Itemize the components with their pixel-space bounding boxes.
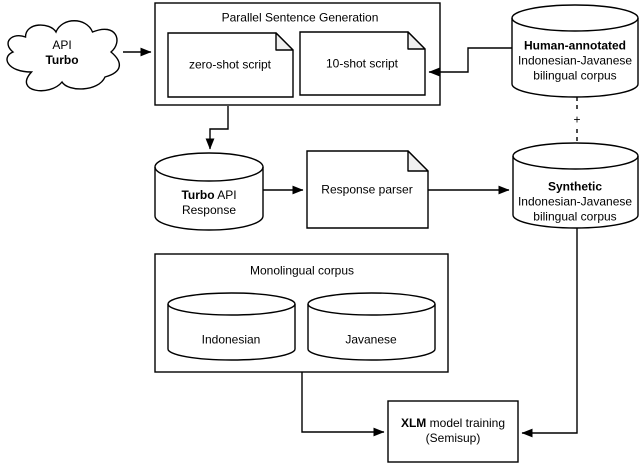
ten-shot-doc-label: 10-shot script xyxy=(325,56,399,71)
javanese-cylinder-label: Javanese xyxy=(345,332,397,347)
api-turbo-cloud-shape xyxy=(6,20,120,92)
zero-shot-script-doc-shape xyxy=(167,32,294,98)
plus-label: + xyxy=(571,112,583,128)
ten-shot-script-doc-fold-icon xyxy=(407,31,426,50)
synthetic-corpus-label-line3: bilingual corpus xyxy=(533,209,617,224)
arrow-synthetic-to-xlm xyxy=(521,228,578,438)
indonesian-cylinder-rim xyxy=(167,303,296,316)
human-corpus-cylinder-rim xyxy=(511,17,639,32)
synthetic-corpus-label-line2: Indonesian-Javanese xyxy=(517,194,633,209)
turbo-response-label: Turbo API Response xyxy=(181,188,236,218)
xlm-training-label-line1: XLM model training xyxy=(401,416,505,431)
xlm-training-label: XLM model training (Semisup) xyxy=(401,416,505,446)
indonesian-cylinder-shape xyxy=(167,292,296,361)
turbo-response-label-rest: API xyxy=(214,188,237,202)
response-parser-doc-shape xyxy=(306,150,429,229)
xlm-training-label-line2: (Semisup) xyxy=(425,431,481,445)
xlm-training-box-shape xyxy=(387,400,519,463)
arrow-human-corpus-to-ten-shot xyxy=(428,47,512,77)
human-corpus-label-line2: Indonesian-Javanese xyxy=(517,53,633,68)
human-corpus-label: Human-annotated Indonesian-Javanese bili… xyxy=(518,39,632,84)
javanese-cylinder-rim xyxy=(307,303,436,316)
human-corpus-cylinder-shape xyxy=(511,4,639,98)
arrow-monolingual-to-xlm xyxy=(301,372,385,437)
cloud-label-line2: Turbo xyxy=(45,53,79,67)
synthetic-corpus-cylinder-shape xyxy=(512,142,639,229)
turbo-response-cylinder-rim xyxy=(154,166,264,182)
xlm-training-label-rest: model training xyxy=(426,416,506,430)
turbo-response-label-line2: Response xyxy=(181,203,237,217)
cloud-label-line1: API xyxy=(52,38,72,52)
synthetic-corpus-label: Synthetic Indonesian-Javanese bilingual … xyxy=(518,180,632,225)
synthetic-corpus-cylinder-rim xyxy=(512,155,639,170)
response-parser-label: Response parser xyxy=(321,182,413,197)
turbo-response-cylinder-shape xyxy=(154,152,264,231)
response-parser-doc-fold-icon xyxy=(407,150,429,172)
arrow-parallel-box-to-turbo-response xyxy=(205,106,229,150)
javanese-cylinder-shape xyxy=(307,292,436,361)
zero-shot-script-doc-fold-icon xyxy=(275,32,294,51)
synthetic-corpus-label-line1: Synthetic xyxy=(547,179,602,194)
indonesian-cylinder-label: Indonesian xyxy=(201,332,261,347)
turbo-response-label-line1: Turbo API xyxy=(181,188,236,203)
ten-shot-script-doc-shape xyxy=(299,31,426,96)
parallel-box-title: Parallel Sentence Generation xyxy=(221,10,379,25)
human-corpus-label-line1: Human-annotated xyxy=(524,38,626,53)
monolingual-box-title: Monolingual corpus xyxy=(249,263,355,278)
turbo-response-label-bold: Turbo xyxy=(181,188,215,202)
cloud-label: API Turbo xyxy=(45,38,78,68)
zero-shot-doc-label: zero-shot script xyxy=(188,57,272,72)
human-corpus-label-line3: bilingual corpus xyxy=(533,68,617,83)
xlm-training-label-bold: XLM xyxy=(400,416,427,430)
